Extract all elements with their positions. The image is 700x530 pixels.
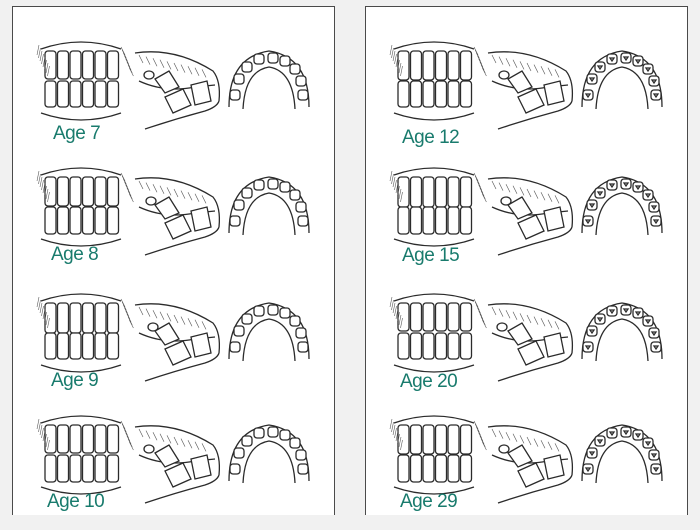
front-view-teeth — [37, 168, 133, 246]
side-view-teeth — [488, 426, 572, 503]
front-view-teeth — [37, 294, 133, 372]
teeth-drawing — [384, 157, 674, 257]
arch-view-teeth — [582, 303, 662, 361]
age-row: Age 10 — [13, 405, 334, 530]
teeth-drawing — [31, 157, 321, 257]
side-view-teeth — [135, 426, 219, 503]
side-view-teeth — [135, 52, 219, 129]
front-view-teeth — [390, 168, 486, 246]
age-label: Age 8 — [51, 244, 98, 266]
age-row: Age 12 — [366, 31, 687, 156]
side-view-teeth — [135, 304, 219, 381]
front-view-teeth — [390, 416, 486, 494]
age-row: Age 29 — [366, 405, 687, 530]
front-view-teeth — [390, 294, 486, 372]
right-panel: Age 12 Age 15 Age 20 Age 29 — [365, 6, 688, 515]
arch-view-teeth — [229, 425, 309, 483]
age-label: Age 7 — [53, 123, 100, 145]
age-label: Age 9 — [51, 370, 98, 392]
teeth-drawing — [384, 283, 674, 383]
teeth-drawing — [31, 31, 321, 131]
age-row: Age 15 — [366, 157, 687, 282]
arch-view-teeth — [229, 303, 309, 361]
side-view-teeth — [488, 178, 572, 255]
teeth-drawing — [31, 283, 321, 383]
teeth-drawing — [384, 31, 674, 131]
front-view-teeth — [37, 416, 133, 494]
arch-view-teeth — [229, 51, 309, 109]
teeth-drawing — [31, 405, 321, 505]
age-row: Age 20 — [366, 283, 687, 408]
age-label: Age 20 — [400, 371, 457, 393]
age-row: Age 8 — [13, 157, 334, 282]
age-label: Age 29 — [400, 491, 457, 513]
side-view-teeth — [488, 304, 572, 381]
front-view-teeth — [37, 42, 133, 120]
arch-view-teeth — [582, 177, 662, 235]
age-row: Age 9 — [13, 283, 334, 408]
age-label: Age 10 — [47, 491, 104, 513]
age-label: Age 15 — [402, 245, 459, 267]
age-label: Age 12 — [402, 127, 459, 149]
age-row: Age 7 — [13, 31, 334, 156]
left-panel: Age 7 Age 8 Age 9 Age 10 — [12, 6, 335, 515]
teeth-drawing — [384, 405, 674, 505]
side-view-teeth — [135, 178, 219, 255]
arch-view-teeth — [582, 425, 662, 483]
arch-view-teeth — [229, 177, 309, 235]
front-view-teeth — [390, 42, 486, 120]
side-view-teeth — [488, 52, 572, 129]
arch-view-teeth — [582, 51, 662, 109]
